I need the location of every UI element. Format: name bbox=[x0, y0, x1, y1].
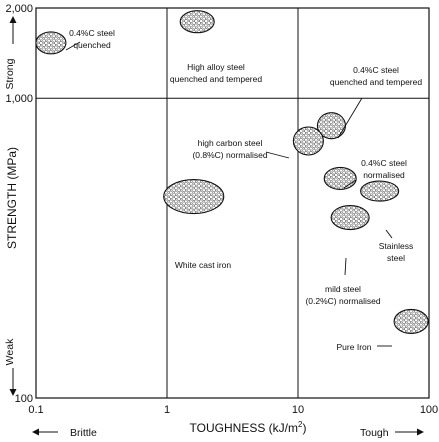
leader-line bbox=[65, 41, 81, 51]
y-axis-title: STRENGTH (MPa) bbox=[5, 147, 19, 249]
y-tick-label: 1,000 bbox=[5, 93, 33, 105]
material-ellipse bbox=[393, 308, 429, 335]
material-ellipse bbox=[163, 178, 225, 215]
weak-indicator: Weak bbox=[4, 338, 17, 396]
x-axis-ticks: 0.1 1 10 100 bbox=[28, 404, 438, 416]
x-tick-label: 100 bbox=[420, 404, 438, 416]
leader-line bbox=[344, 257, 347, 276]
material-ellipse bbox=[179, 10, 215, 34]
tough-label: Tough bbox=[360, 427, 389, 439]
tough-indicator: Tough bbox=[360, 427, 424, 439]
material-ellipse bbox=[35, 31, 67, 55]
plot-frame bbox=[35, 7, 430, 399]
leader-line bbox=[265, 151, 290, 159]
weak-label: Weak bbox=[4, 338, 16, 365]
material-region: mild steel(0.2%C) normalised bbox=[305, 204, 381, 306]
y-axis-ticks: 100 1,000 2,000 bbox=[5, 3, 33, 405]
x-tick-label: 0.1 bbox=[28, 404, 43, 416]
material-label: mild steel(0.2%C) normalised bbox=[305, 284, 380, 306]
x-tick-label: 1 bbox=[164, 404, 170, 416]
strong-label: Strong bbox=[4, 58, 16, 89]
brittle-label: Brittle bbox=[70, 427, 97, 439]
strong-indicator: Strong bbox=[4, 16, 17, 89]
y-tick-label: 2,000 bbox=[5, 3, 33, 15]
x-axis-title: TOUGHNESS (kJ/m2) bbox=[190, 420, 307, 435]
material-label: White cast iron bbox=[175, 260, 231, 270]
y-tick-label: 100 bbox=[15, 393, 33, 405]
material-region: White cast iron bbox=[163, 178, 231, 270]
material-ellipse bbox=[360, 180, 400, 202]
material-ellipse bbox=[323, 166, 357, 191]
leader-line bbox=[343, 179, 357, 189]
leader-line bbox=[337, 97, 363, 139]
material-ellipse bbox=[330, 204, 370, 231]
material-ellipse bbox=[292, 126, 324, 156]
brittle-indicator: Brittle bbox=[32, 427, 97, 439]
material-region: Pure Iron bbox=[337, 308, 429, 352]
material-region: high carbon steel(0.8%C) normalised bbox=[192, 126, 324, 160]
material-label: high carbon steel(0.8%C) normalised bbox=[192, 138, 267, 160]
x-tick-label: 10 bbox=[292, 404, 304, 416]
leader-line bbox=[385, 229, 393, 239]
material-label: Pure Iron bbox=[337, 342, 372, 352]
